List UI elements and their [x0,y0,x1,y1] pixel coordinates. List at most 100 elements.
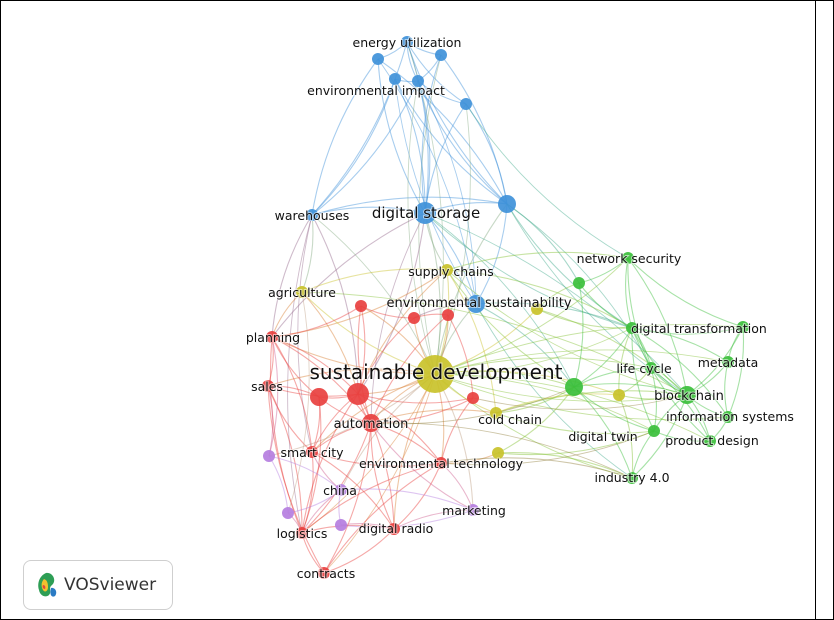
node-life-cycle[interactable] [645,362,657,374]
link-warehouses-red-hub [311,214,359,395]
label-environmental-technology[interactable]: environmental technology [358,455,525,472]
label-environmental-sustainability[interactable]: environmental sustainability [385,295,572,312]
node-digital-radio[interactable] [388,523,400,535]
node-digital-transformation[interactable] [626,322,638,334]
label-contracts[interactable]: contracts [296,565,356,582]
node-blue-top-left[interactable] [372,53,384,65]
node-digital-twin[interactable] [648,425,660,437]
node-blue-right[interactable] [460,98,472,110]
link-automation-digital-radio [370,422,395,530]
label-cold-chain[interactable]: cold chain [477,411,543,428]
node-logistics[interactable] [296,527,308,539]
node-automation[interactable] [362,414,380,432]
link-yellow-right-blockchain [536,308,688,396]
link-blue-right-blue-hub [465,103,508,205]
label-automation[interactable]: automation [333,416,410,433]
node-sustainable-development[interactable] [416,355,454,393]
label-industry-4-0[interactable]: industry 4.0 [593,469,670,486]
node-environmental-impact[interactable] [412,75,424,87]
node-environmental-technology[interactable] [435,457,447,469]
node-network-security[interactable] [622,252,634,264]
node-yellow-mid[interactable] [613,389,625,401]
node-china[interactable] [335,484,347,496]
node-blue-top-right[interactable] [435,49,447,61]
link-cold-chain-yellow-mid [495,393,620,414]
link-environmental-sustainability-green-hub [475,303,575,388]
label-agriculture[interactable]: agriculture [267,284,337,301]
label-logistics[interactable]: logistics [276,525,329,542]
node-planning[interactable] [266,331,278,343]
node-metadata[interactable] [722,356,734,368]
label-digital-transformation[interactable]: digital transformation [630,320,768,337]
label-supply-chains[interactable]: supply chains [407,263,495,280]
node-red-mid-2[interactable] [408,312,420,324]
label-digital-storage[interactable]: digital storage [371,203,481,223]
label-marketing[interactable]: marketing [441,502,507,519]
link-environmental-sustainability-digital-transformation [475,302,633,329]
link-energy-utilization-blue-right [406,41,467,105]
node-blue-upper[interactable] [389,73,401,85]
node-purple-low-2[interactable] [335,519,347,531]
link-digital-transformation-digital-twin [631,327,655,432]
node-red-left[interactable] [310,388,328,406]
label-digital-radio[interactable]: digital radio [358,520,435,537]
node-cold-chain[interactable] [490,407,502,419]
link-yellow-env-tech-industry-4-0 [497,452,633,479]
node-industry-4-0[interactable] [626,472,638,484]
label-smart-city[interactable]: smart city [279,444,345,461]
node-blue-hub[interactable] [498,195,516,213]
label-digital-twin[interactable]: digital twin [567,428,638,445]
label-life-cycle[interactable]: life cycle [615,360,673,377]
label-information-systems[interactable]: information systems [665,408,795,425]
node-yellow-env-tech[interactable] [492,447,504,459]
node-red-mid-1[interactable] [355,300,367,312]
label-sustainable-development[interactable]: sustainable development [309,359,564,385]
node-red-hub[interactable] [347,383,369,405]
node-purple-left[interactable] [263,450,275,462]
link-warehouses-agriculture [301,214,314,293]
link-china-purple-left [268,455,342,491]
label-product-design[interactable]: product design [664,432,760,449]
label-china[interactable]: china [322,482,358,499]
node-purple-low-1[interactable] [282,507,294,519]
node-information-systems[interactable] [722,411,734,423]
label-sales[interactable]: sales [250,378,284,395]
link-digital-transformation-green-right [631,326,744,335]
node-environmental-sustainability[interactable] [467,295,485,313]
node-digital-storage[interactable] [414,202,436,224]
label-metadata[interactable]: metadata [697,354,760,371]
node-red-mid-3[interactable] [442,309,454,321]
node-sales[interactable] [262,380,274,392]
link-automation-contracts [323,422,372,574]
link-digital-storage-planning [271,212,426,338]
link-energy-utilization-digital-storage [406,41,429,214]
node-supply-chains[interactable] [441,264,453,276]
node-smart-city[interactable] [306,446,318,458]
link-automation-logistics [301,422,372,534]
label-environmental-impact[interactable]: environmental impact [306,82,446,99]
node-warehouses[interactable] [306,209,318,221]
node-blockchain[interactable] [678,386,696,404]
link-energy-utilization-blue-hub [406,41,508,205]
link-blue-upper-blue-hub [394,78,508,205]
node-red-right[interactable] [467,392,479,404]
label-planning[interactable]: planning [245,329,301,346]
label-blockchain[interactable]: blockchain [653,388,725,405]
node-yellow-right[interactable] [531,303,543,315]
label-energy-utilization[interactable]: energy utilization [352,34,463,51]
node-green-upper[interactable] [573,277,585,289]
label-warehouses[interactable]: warehouses [274,207,351,224]
node-marketing[interactable] [467,504,479,516]
link-red-hub-planning [271,336,359,395]
node-product-design[interactable] [704,435,716,447]
node-green-hub[interactable] [565,378,583,396]
node-green-right[interactable] [737,321,749,333]
label-network-security[interactable]: network security [576,250,683,267]
link-green-right-blockchain [686,326,744,396]
node-energy-utilization[interactable] [401,36,413,48]
node-contracts[interactable] [318,567,330,579]
node-agriculture[interactable] [296,286,308,298]
link-red-hub-logistics [301,393,359,534]
